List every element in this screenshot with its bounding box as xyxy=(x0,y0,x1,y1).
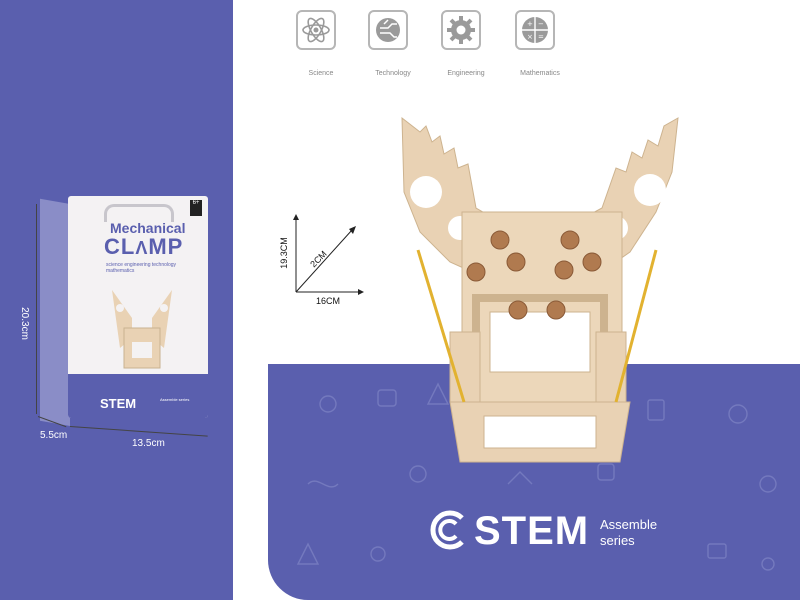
product-height-label: 19.3CM xyxy=(278,237,289,269)
gear-icon xyxy=(441,10,481,50)
pkg-width-label: 13.5cm xyxy=(132,438,165,449)
mathematics-label: Mathematics xyxy=(520,70,560,77)
pkg-depth-label: 5.5cm xyxy=(40,430,68,441)
svg-text:×: × xyxy=(527,33,533,41)
package-clamp-illustration xyxy=(112,290,172,369)
product-package: 6+ Mechanical CLɅMP science engineering … xyxy=(38,196,208,432)
mechanical-clamp-product xyxy=(401,116,679,463)
package-subtitle: science engineering technology mathemati… xyxy=(106,262,177,274)
doodle-pattern xyxy=(296,382,777,571)
engineering-label: Engineering xyxy=(447,70,485,77)
svg-text:=: = xyxy=(538,33,544,41)
svg-text:+: + xyxy=(527,20,533,28)
stem-logo-icon xyxy=(430,510,464,550)
age-badge: 6+ xyxy=(190,200,202,216)
circuit-icon xyxy=(368,10,408,50)
package-title-line1: Mechanical xyxy=(110,220,186,236)
svg-text:−: − xyxy=(538,20,544,28)
pkg-height-label: 20.3cm xyxy=(18,307,30,340)
science-icon xyxy=(296,10,336,50)
package-title-line2: CLɅMP xyxy=(104,234,183,260)
dimension-axes xyxy=(293,214,364,295)
package-hanger xyxy=(104,204,174,222)
math-operators-icon: +−× = xyxy=(515,10,555,50)
package-side xyxy=(40,198,70,426)
brand-name: STEM xyxy=(474,509,590,553)
brand-series-line2: series xyxy=(600,533,635,548)
package-title-part2: MP xyxy=(148,234,184,259)
brand-series: Assemble series xyxy=(600,517,657,549)
package-title-part1: CL xyxy=(104,234,136,259)
product-width-label: 16CM xyxy=(316,296,341,306)
science-label: Science xyxy=(308,70,334,77)
pkg-height-line xyxy=(36,204,37,414)
package-brand: STEM xyxy=(100,396,137,411)
package-title-a-glyph: Ʌ xyxy=(135,238,149,258)
brand-series-line1: Assemble xyxy=(600,517,658,532)
package-bottom-band xyxy=(68,374,208,418)
technology-label: Technology xyxy=(375,70,411,77)
package-series: Assemble series xyxy=(160,397,190,402)
